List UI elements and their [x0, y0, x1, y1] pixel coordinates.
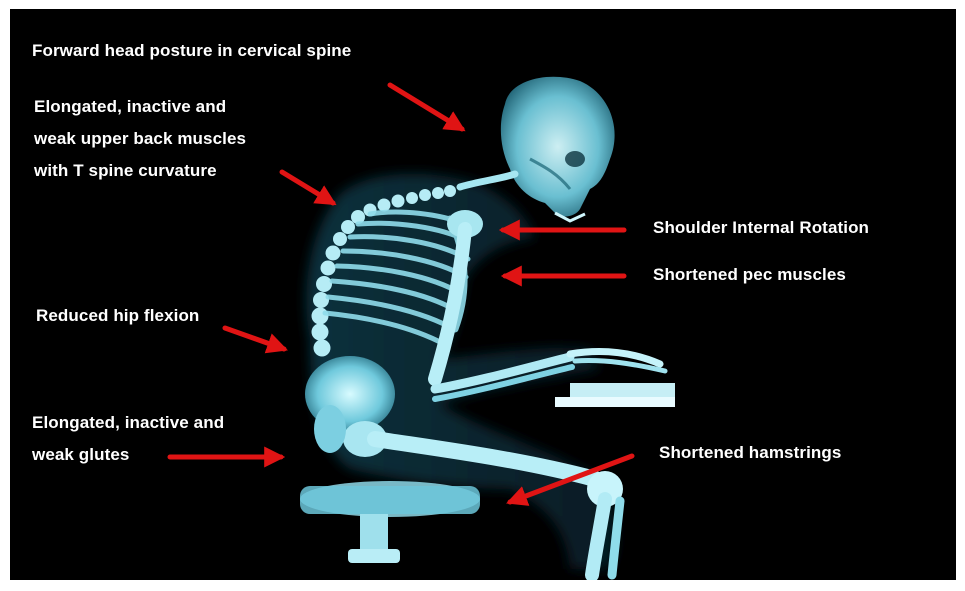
label-hip-flexion: Reduced hip flexion	[36, 304, 199, 328]
arrow-upper-back	[282, 172, 333, 203]
arrow-hip	[225, 328, 284, 349]
label-upper-back-line3: with T spine curvature	[34, 159, 217, 183]
label-glutes-line2: weak glutes	[32, 443, 129, 467]
label-pec-muscles: Shortened pec muscles	[653, 263, 846, 287]
keyboard	[555, 383, 675, 407]
label-forward-head: Forward head posture in cervical spine	[32, 39, 351, 63]
label-hamstrings: Shortened hamstrings	[659, 441, 841, 465]
label-upper-back-line2: weak upper back muscles	[34, 127, 246, 151]
label-upper-back-line1: Elongated, inactive and	[34, 95, 226, 119]
cervical-spine	[460, 174, 515, 187]
xray-posture-figure: Forward head posture in cervical spine E…	[10, 9, 956, 580]
skull	[501, 77, 615, 221]
label-glutes-line1: Elongated, inactive and	[32, 411, 224, 435]
label-shoulder-rotation: Shoulder Internal Rotation	[653, 216, 869, 240]
arrow-forward-head	[390, 85, 462, 129]
stool	[300, 481, 480, 563]
